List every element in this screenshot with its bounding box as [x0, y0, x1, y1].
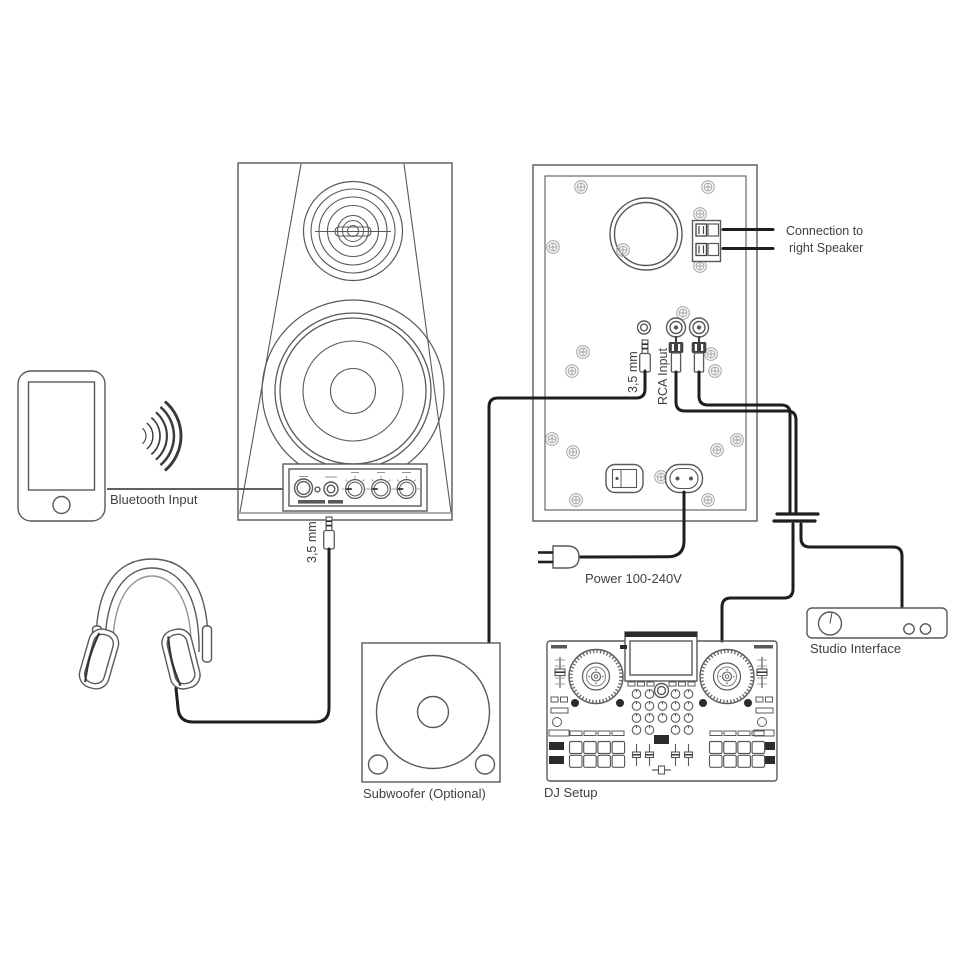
jog-wheel-left [567, 647, 625, 706]
rear-jack-plug [638, 339, 652, 373]
front-control-panel [282, 463, 428, 512]
pitch-fader-right [756, 656, 768, 689]
headphone-jack [323, 481, 339, 497]
dj-brand-right [754, 645, 773, 649]
speaker-front-cabinet [237, 162, 453, 521]
phone-home-button [52, 495, 71, 515]
rear-cabinet [532, 164, 758, 522]
earcup-right [161, 628, 201, 690]
headphones [78, 558, 213, 690]
aux-output-jack-hole [639, 323, 649, 332]
channel-fader-2 [644, 743, 655, 767]
studio-interface-cable [799, 522, 904, 609]
rear-jack-label: 3,5 mm [626, 351, 640, 393]
rca-input-sockets [665, 317, 710, 338]
interface-knob-pointer [829, 612, 833, 624]
fx-display [654, 735, 669, 744]
brand-badge [298, 500, 325, 504]
rca-plug-left [667, 334, 685, 374]
rca-cable-right [697, 370, 792, 514]
subwoofer-foot-right [474, 754, 496, 775]
studio-interface-label: Studio Interface [810, 641, 901, 656]
power-switch [605, 463, 644, 494]
speaker-rear [532, 164, 758, 522]
connection-label-line2: right Speaker [789, 241, 863, 255]
subwoofer-driver [375, 654, 491, 770]
speaker-terminal-block [691, 219, 722, 263]
status-led [314, 486, 321, 493]
rca-plug-right [690, 334, 708, 374]
bluetooth-input-label: Bluetooth Input [110, 492, 198, 507]
deck-side-controls-left [548, 696, 570, 737]
headband-slider-right [201, 625, 213, 663]
front-jack-plug [322, 516, 336, 550]
browse-knob [653, 682, 670, 699]
subwoofer [361, 642, 501, 783]
pitch-fader-left [554, 656, 566, 689]
rear-panel [544, 175, 747, 511]
channel-fader-4 [683, 743, 694, 767]
power-plug [538, 545, 580, 569]
performance-pads-right [708, 740, 766, 768]
performance-pads-left [568, 740, 626, 768]
hotcue-buttons [549, 742, 775, 764]
subwoofer-cable [487, 369, 647, 644]
deck-side-controls-right [753, 696, 775, 737]
headphone-jack-hole [326, 484, 336, 494]
channel-fader-3 [670, 743, 681, 767]
brand-badge-2 [328, 500, 343, 504]
wireless-signal-icon [142, 400, 183, 472]
phone-body [17, 370, 106, 522]
panel-micro-labels [299, 472, 411, 478]
baffle-edge-left [239, 163, 302, 513]
power-button [293, 478, 314, 498]
rca-cable-left [674, 370, 798, 514]
studio-interface [806, 607, 948, 639]
ac-power-inlet [664, 463, 704, 494]
aux-output-jack [636, 320, 652, 335]
interface-output-right [919, 623, 932, 635]
crossfader [652, 765, 671, 775]
phone-screen [27, 381, 96, 491]
dj-screen-buttons [627, 681, 696, 687]
subwoofer-foot-left [367, 754, 389, 775]
dj-setup-label: DJ Setup [544, 785, 597, 800]
interface-body [806, 607, 948, 639]
power-label: Power 100-240V [585, 571, 682, 586]
headphone-cable [174, 547, 331, 724]
tweeter [302, 180, 404, 282]
channel-fader-1 [631, 743, 642, 767]
dj-brand-left [551, 645, 567, 649]
subwoofer-label: Subwoofer (Optional) [363, 786, 486, 801]
jog-wheel-right [698, 647, 756, 706]
interface-output-left [903, 623, 915, 635]
subwoofer-dustcap [416, 695, 450, 729]
browse-knob-inner [656, 685, 667, 696]
power-button-ring [296, 480, 311, 496]
woofer [261, 299, 445, 483]
rca-input-label: RCA Input [656, 347, 670, 405]
front-jack-label: 3,5 mm [305, 521, 319, 563]
bass-reflex-port-inner [613, 201, 679, 267]
dj-cable [720, 522, 795, 643]
interface-knob [817, 611, 843, 636]
connection-label-line1: Connection to [786, 224, 863, 238]
cable-break-icon [772, 512, 820, 523]
earcup-left [78, 628, 120, 690]
bass-reflex-port [609, 197, 683, 271]
cue-play-buttons [571, 699, 752, 707]
power-cord [577, 490, 686, 559]
smartphone [17, 370, 106, 522]
pad-mode-buttons [569, 730, 765, 736]
dj-logo-center [620, 645, 627, 649]
mixer-knobs [631, 689, 694, 735]
dj-controller [546, 631, 778, 782]
speaker-front [237, 162, 453, 521]
dj-screen [624, 631, 698, 682]
